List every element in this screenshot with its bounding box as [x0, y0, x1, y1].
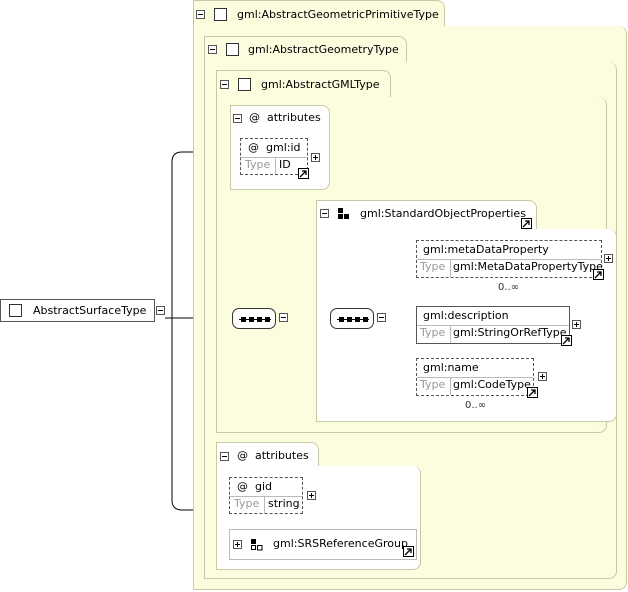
- type-caption: Type: [420, 260, 446, 273]
- attribute-name: gml:id: [266, 141, 301, 154]
- attributes-tab-gid: [216, 442, 319, 467]
- expand-toggle-gid[interactable]: [307, 491, 316, 500]
- link-arrow-icon[interactable]: [403, 546, 414, 557]
- link-arrow-icon[interactable]: [298, 168, 309, 179]
- attribute-type: string: [268, 497, 300, 510]
- attributes-label: attributes: [255, 449, 309, 462]
- element-description[interactable]: gml:description Type gml:StringOrRefType: [416, 306, 570, 344]
- attribute-gid[interactable]: @ gid Type string: [229, 477, 303, 514]
- collapse-toggle-root[interactable]: [156, 306, 165, 315]
- element-name: gml:metaDataProperty: [423, 243, 549, 256]
- collapse-toggle-sequence-1[interactable]: [279, 313, 288, 322]
- collapse-toggle-sequence-2[interactable]: [377, 313, 386, 322]
- element-name[interactable]: gml:name Type gml:CodeType: [416, 358, 534, 396]
- collapse-toggle-gml[interactable]: [220, 80, 229, 89]
- type-label-gml: gml:AbstractGMLType: [261, 78, 380, 91]
- type-caption: Type: [420, 326, 446, 339]
- element-metadataproperty[interactable]: gml:metaDataProperty Type gml:MetaDataPr…: [416, 240, 603, 278]
- checkbox-icon[interactable]: [226, 43, 239, 56]
- occurrence-label: 0..∞: [498, 282, 520, 293]
- type-caption: Type: [245, 158, 271, 171]
- link-arrow-icon[interactable]: [521, 218, 532, 229]
- type-tab-outer: [193, 0, 445, 27]
- attributes-label: attributes: [267, 111, 321, 124]
- link-arrow-icon[interactable]: [527, 387, 538, 398]
- attribute-symbol: @: [237, 449, 248, 462]
- expand-toggle-id[interactable]: [311, 153, 320, 162]
- group-icon: [338, 208, 349, 219]
- expand-toggle-srs[interactable]: [233, 540, 242, 549]
- type-caption: Type: [420, 378, 446, 391]
- group-label-std: gml:StandardObjectProperties: [360, 207, 526, 220]
- root-element-box[interactable]: AbstractSurfaceType: [0, 299, 155, 322]
- type-label-geometry: gml:AbstractGeometryType: [248, 43, 399, 56]
- element-type: gml:MetaDataPropertyType: [453, 260, 603, 273]
- sequence-compositor[interactable]: [330, 308, 374, 329]
- element-type: gml:StringOrRefType: [453, 326, 567, 339]
- expand-toggle-description[interactable]: [572, 320, 581, 329]
- collapse-toggle-attributes-gid[interactable]: [220, 452, 229, 461]
- element-name-label: gml:name: [423, 361, 479, 374]
- group-label-srs: gml:SRSReferenceGroup: [273, 537, 408, 550]
- collapse-toggle-geometry[interactable]: [208, 45, 217, 54]
- checkbox-icon[interactable]: [238, 78, 251, 91]
- occurrence-label: 0..∞: [465, 400, 487, 411]
- attribute-name: gid: [255, 480, 273, 493]
- collapse-toggle-group-std[interactable]: [320, 209, 329, 218]
- type-label-outer: gml:AbstractGeometricPrimitiveType: [237, 8, 439, 21]
- group-box-standard-object-properties: [316, 200, 537, 230]
- group-srs-reference[interactable]: gml:SRSReferenceGroup: [229, 529, 417, 560]
- checkbox-icon[interactable]: [9, 304, 22, 317]
- attribute-symbol: @: [249, 111, 260, 124]
- attribute-group-icon: [251, 539, 263, 551]
- sequence-compositor[interactable]: [232, 308, 276, 329]
- attribute-gml-id[interactable]: @ gml:id Type ID: [240, 138, 308, 175]
- element-type: gml:CodeType: [453, 378, 531, 391]
- attribute-symbol: @: [237, 480, 248, 493]
- collapse-toggle-outer[interactable]: [196, 10, 205, 19]
- attribute-symbol: @: [248, 141, 259, 154]
- element-name: gml:description: [423, 309, 509, 322]
- expand-toggle-name[interactable]: [538, 372, 547, 381]
- root-element-label: AbstractSurfaceType: [33, 304, 147, 317]
- expand-toggle-meta[interactable]: [604, 254, 613, 263]
- link-arrow-icon[interactable]: [593, 269, 604, 280]
- checkbox-icon[interactable]: [214, 8, 227, 21]
- collapse-toggle-attributes-id[interactable]: [233, 114, 242, 123]
- attribute-type: ID: [279, 158, 291, 171]
- type-caption: Type: [234, 497, 260, 510]
- link-arrow-icon[interactable]: [561, 335, 572, 346]
